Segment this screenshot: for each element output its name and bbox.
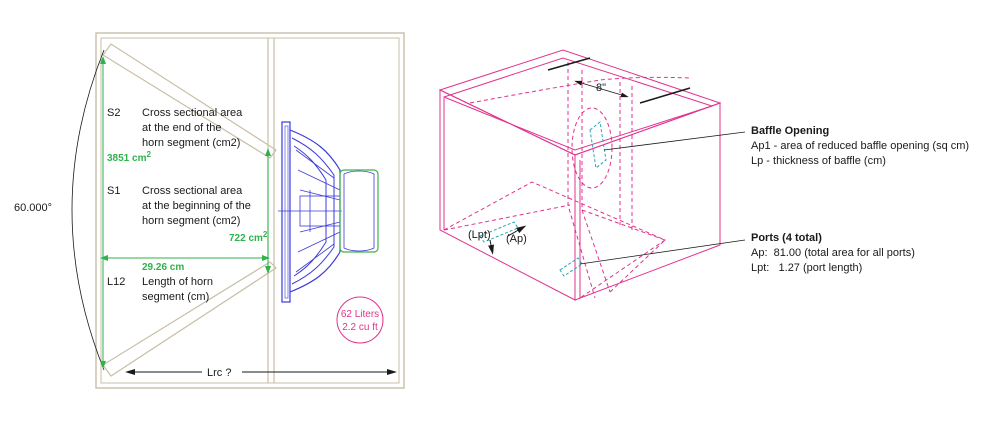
s2-value: 3851 cm2: [107, 150, 151, 164]
volume-line: 2.2 cu ft: [342, 322, 378, 333]
ports-leader-line: [579, 239, 746, 265]
horn-wall-bottom: [102, 261, 277, 377]
baffle-title: Baffle Opening: [751, 125, 829, 137]
floor-port: [559, 257, 583, 277]
baffle-line: Ap1 - area of reduced baffle opening (sq…: [751, 140, 969, 152]
ports-title: Ports (4 total): [751, 232, 822, 244]
baffle-line: Lp - thickness of baffle (cm): [751, 155, 886, 167]
s1-value: 722 cm2: [229, 230, 268, 244]
s2-desc-line: horn segment (cm2): [142, 137, 240, 149]
s1-desc-line: at the beginning of the: [142, 200, 251, 212]
s2-desc-line: Cross sectional area: [142, 107, 243, 119]
l12-desc-line: Length of horn: [142, 276, 213, 288]
width-dimension: 8": [547, 57, 691, 104]
s1-desc-line: horn segment (cm2): [142, 215, 240, 227]
lpt-label: (Lpt): [468, 229, 491, 241]
volume-line: 62 Liters: [341, 309, 379, 320]
cabinet-side-face: [439, 89, 576, 301]
cabinet-3d-view: [438, 49, 722, 301]
side-section-view: 60.000° S2 Cross sectional area at the e…: [14, 32, 405, 389]
l12-desc-line: segment (cm): [142, 291, 209, 303]
dimension-label: 8": [596, 82, 606, 94]
cabinet-top-face: [438, 49, 722, 156]
angle-arc: [71, 49, 105, 371]
l12-symbol: L12: [107, 276, 125, 288]
horn-wall-top: [102, 43, 277, 159]
cabinet-front-face: [574, 102, 721, 301]
baffle-opening: [571, 107, 613, 189]
lrc-label: Lrc ?: [207, 367, 231, 379]
angle-label: 60.000°: [14, 202, 52, 214]
magnet: [339, 169, 379, 253]
ports: [479, 121, 607, 277]
s2-symbol: S2: [107, 107, 120, 119]
speaker-driver: [278, 121, 379, 303]
ports-line: Ap: 81.00 (total area for all ports): [751, 247, 915, 259]
ap-label: (Ap): [506, 233, 527, 245]
s2-desc-line: at the end of the: [142, 122, 222, 134]
s1-desc-line: Cross sectional area: [142, 185, 243, 197]
baffle-port: [589, 121, 607, 169]
l12-value: 29.26 cm: [142, 262, 184, 273]
enclosure-outline: [95, 32, 405, 389]
volume-circle: [336, 296, 384, 344]
port-labels: (Lpt) (Ap): [468, 225, 527, 255]
baffle-leader-line: [603, 131, 746, 151]
s1-symbol: S1: [107, 185, 120, 197]
ports-line: Lpt: 1.27 (port length): [751, 262, 862, 274]
